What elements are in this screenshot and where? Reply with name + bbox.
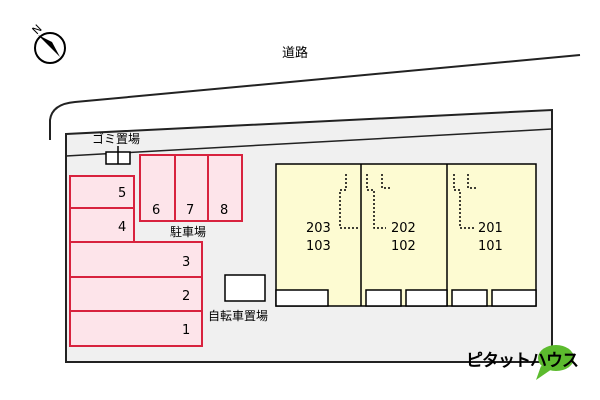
- stair-outline: [467, 174, 478, 189]
- parking-block-left: [69, 175, 203, 347]
- north-arrow-icon: N: [30, 22, 66, 64]
- parking-space-5: [69, 175, 135, 209]
- unit-101-label: 101: [478, 239, 503, 254]
- parking-space-5-label: 5: [118, 186, 126, 201]
- stair-outline: [366, 174, 386, 229]
- parking-space-6-label: 6: [152, 203, 160, 218]
- parking-space-3-label: 3: [182, 255, 190, 270]
- balcony: [405, 289, 448, 307]
- parking-space-2: [69, 276, 203, 312]
- stair-outline: [453, 174, 476, 229]
- unit-103-label: 103: [306, 239, 331, 254]
- lot-inner-edge: [65, 128, 553, 157]
- parking-space-1: [69, 310, 203, 347]
- stair-outline: [339, 174, 358, 229]
- parking-space-2-label: 2: [182, 289, 190, 304]
- trash-area: [105, 146, 131, 165]
- speech-bubble-icon: [536, 345, 574, 380]
- unit-203-label: 203: [306, 221, 331, 236]
- road-label: 道路: [282, 45, 308, 61]
- bicycle-parking: [224, 274, 266, 302]
- parking-space-4: [69, 207, 135, 243]
- parking-space-8-label: 8: [220, 203, 228, 218]
- balcony: [451, 289, 488, 307]
- company-logo-text: ピタットハウス: [466, 351, 579, 371]
- parking-space-8: [207, 154, 243, 222]
- apartment-building: [275, 163, 537, 307]
- parking-label: 駐車場: [170, 224, 206, 239]
- parking-space-7-label: 7: [186, 203, 194, 218]
- unit-102-label: 102: [391, 239, 416, 254]
- parking-block-top: [139, 154, 243, 222]
- unit-201-label: 201: [478, 221, 503, 236]
- trash-area-label: ゴミ置場: [92, 131, 140, 146]
- balcony: [275, 289, 329, 307]
- unit-202-label: 202: [391, 221, 416, 236]
- road-edge: [49, 54, 581, 140]
- parking-space-4-label: 4: [118, 220, 126, 235]
- parking-space-1-label: 1: [182, 323, 190, 338]
- balcony: [491, 289, 537, 307]
- stair-outline: [381, 174, 392, 189]
- balcony: [365, 289, 402, 307]
- bicycle-parking-label: 自転車置場: [208, 309, 268, 323]
